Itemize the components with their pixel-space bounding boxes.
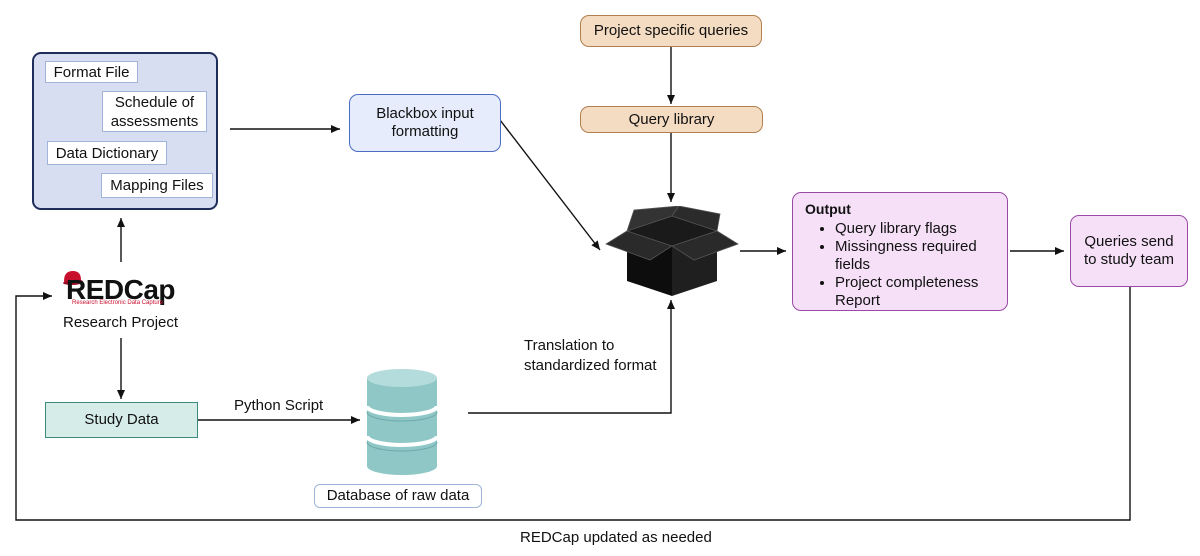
schedule-line2: assessments: [110, 112, 199, 130]
schedule-box: Schedule of assessments: [102, 91, 207, 132]
translation-line1: Translation to: [524, 337, 615, 354]
output-list: Query library flags Missingness required…: [805, 220, 997, 310]
database-label: Database of raw data: [326, 487, 470, 504]
output-title: Output: [805, 201, 851, 217]
queries-send-line2: to study team: [1083, 251, 1175, 268]
arrow-blackbox-to-box: [499, 119, 601, 251]
mapping-files-label: Mapping Files: [110, 177, 204, 194]
translation-label: Translation to standardized format: [524, 336, 657, 376]
output-item-missingness: Missingness required fields: [835, 238, 997, 274]
feedback-label: REDCap updated as needed: [520, 529, 712, 546]
python-script-label: Python Script: [234, 397, 324, 414]
query-library-label: Query library: [628, 110, 715, 128]
project-specific-label: Project specific queries: [593, 22, 749, 39]
output-item-completeness: Project completeness Report: [835, 274, 997, 310]
database-label-box: Database of raw data: [314, 484, 482, 508]
redcap-logo-text: REDCap: [66, 274, 176, 305]
study-data-label: Study Data: [84, 411, 159, 428]
data-dictionary-label: Data Dictionary: [55, 144, 159, 162]
blackbox-icon: [605, 206, 739, 296]
blackbox-line2: formatting: [391, 123, 459, 140]
study-data-box: Study Data: [45, 402, 198, 438]
redcap-logo: REDCap Research Electronic Data Capture: [58, 268, 188, 310]
output-item-flags: Query library flags: [835, 220, 997, 238]
mapping-files-box: Mapping Files: [101, 173, 213, 198]
research-project-label: Research Project: [63, 314, 179, 331]
blackbox-input-box: Blackbox input formatting: [349, 94, 501, 152]
schedule-line1: Schedule of: [114, 93, 195, 111]
data-dictionary-box: Data Dictionary: [47, 141, 167, 165]
format-file-label: Format File: [53, 63, 130, 81]
queries-send-box: Queries send to study team: [1070, 215, 1188, 287]
blackbox-line1: Blackbox input: [376, 105, 474, 122]
arrow-db-to-box: [468, 300, 675, 414]
translation-line2: standardized format: [524, 357, 657, 374]
redcap-tagline: Research Electronic Data Capture: [72, 300, 164, 306]
arrow-feedback-loop: [15, 287, 1131, 521]
database-icon: [365, 369, 439, 475]
project-specific-queries-box: Project specific queries: [580, 15, 762, 47]
query-library-box: Query library: [580, 106, 763, 133]
queries-send-line1: Queries send: [1084, 233, 1174, 250]
output-box: Output Query library flags Missingness r…: [792, 192, 1008, 311]
redcap-hat-icon: [63, 271, 83, 285]
format-file-box: Format File: [45, 61, 138, 83]
